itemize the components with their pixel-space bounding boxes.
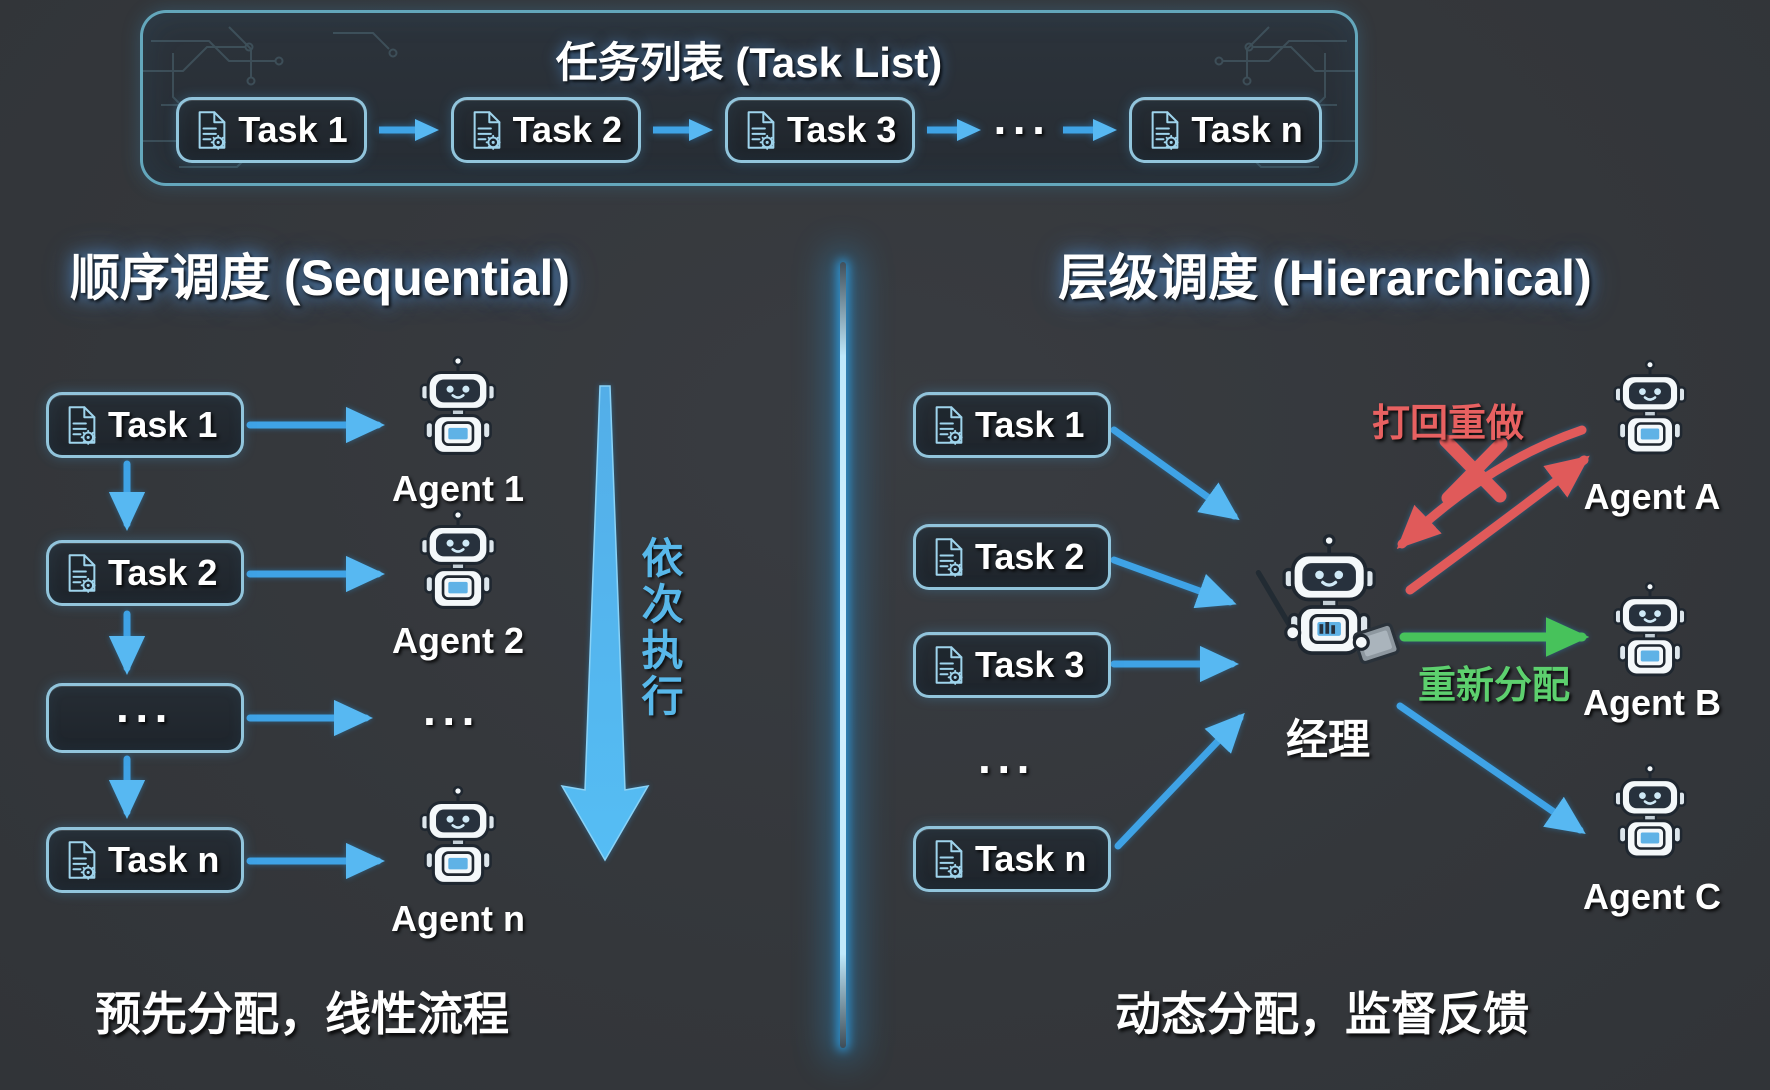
hierarchical-caption: 动态分配，监督反馈 <box>1115 988 1529 1040</box>
sequential-caption: 预先分配，线性流程 <box>95 988 509 1040</box>
task-chip: Task 2 <box>46 540 244 606</box>
reject-x-icon <box>1439 434 1508 505</box>
manager-robot-icon <box>1252 532 1402 666</box>
task-chip-label: Task 3 <box>975 644 1085 685</box>
task-chip-label: Task 2 <box>975 536 1085 577</box>
task-list-row: Task 1 Task 2 <box>143 97 1355 163</box>
agent-label: Agent 1 <box>391 468 525 509</box>
task-document-icon <box>65 839 99 881</box>
task-chip-ellipsis: ··· <box>46 683 244 753</box>
ellipsis: ··· <box>978 743 1036 795</box>
task-chip-label: Task n <box>975 838 1087 879</box>
flow-arrow-icon <box>378 119 439 141</box>
task-document-icon <box>65 552 99 594</box>
flow-arrow-icon <box>1063 119 1118 141</box>
agent-label: Agent A <box>1583 476 1721 517</box>
task-document-icon <box>470 109 504 151</box>
reassign-label: 重新分配 <box>1417 665 1571 707</box>
ellipsis: ··· <box>116 692 174 744</box>
task-chip-label: Task 1 <box>238 109 348 150</box>
task-document-icon <box>1148 109 1182 151</box>
agent-robot-icon <box>414 354 502 458</box>
agent-robot-icon <box>414 508 502 612</box>
task-document-icon <box>195 109 229 151</box>
task-chip: Task 3 <box>725 97 916 163</box>
task-chip-label: Task n <box>108 839 220 880</box>
task-chip: Task 1 <box>176 97 367 163</box>
task-list-title: 任务列表 (Task List) <box>555 39 943 86</box>
agent-robot-icon <box>1608 762 1692 861</box>
task-document-icon <box>932 536 966 578</box>
agent-label: Agent 2 <box>391 620 525 661</box>
task-chip: Task 3 <box>913 632 1111 698</box>
hierarchical-task-arrows <box>1110 426 1245 850</box>
agent-label: Agent n <box>391 898 525 939</box>
ellipsis: ··· <box>423 695 481 747</box>
task-chip: Task n <box>1129 97 1322 163</box>
redo-label: 打回重做 <box>1371 403 1525 445</box>
task-chip-label: Task 2 <box>512 109 623 150</box>
task-chip: Task 1 <box>913 392 1111 458</box>
agent-robot-icon <box>414 784 502 888</box>
sequence-flow-label: 依次执行 <box>636 536 683 720</box>
agent-label: Agent B <box>1583 682 1721 723</box>
hierarchical-title: 层级调度 (Hierarchical) <box>1058 250 1592 306</box>
flow-arrow-icon <box>653 119 714 141</box>
agent-robot-icon <box>1608 580 1692 679</box>
task-chip-label: Task n <box>1191 109 1303 150</box>
agent-robot-icon <box>1608 358 1692 457</box>
task-document-icon <box>65 404 99 446</box>
task-chip-label: Task 2 <box>108 552 218 593</box>
task-chip: Task n <box>46 827 244 893</box>
sequential-assign-arrows <box>246 406 386 880</box>
task-list-panel: 任务列表 (Task List) Task 1 <box>140 10 1358 186</box>
flow-arrow-icon <box>927 119 982 141</box>
task-chip-label: Task 3 <box>787 109 897 150</box>
task-chip: Task 1 <box>46 392 244 458</box>
ellipsis: ··· <box>993 104 1052 156</box>
task-document-icon <box>932 404 966 446</box>
agent-label: Agent C <box>1583 876 1721 917</box>
task-chip: Task 2 <box>913 524 1111 590</box>
task-chip: Task n <box>913 826 1111 892</box>
task-document-icon <box>932 838 966 880</box>
sequential-title: 顺序调度 (Sequential) <box>69 250 571 306</box>
manager-label: 经理 <box>1285 716 1371 763</box>
redo-arrows <box>1396 425 1590 595</box>
section-divider <box>840 262 846 1048</box>
task-chip: Task 2 <box>450 97 642 163</box>
task-chip-label: Task 1 <box>108 404 218 445</box>
task-document-icon <box>744 109 778 151</box>
task-chip-label: Task 1 <box>975 404 1085 445</box>
arrow-manager-to-agent-c <box>1396 702 1586 834</box>
task-document-icon <box>932 644 966 686</box>
